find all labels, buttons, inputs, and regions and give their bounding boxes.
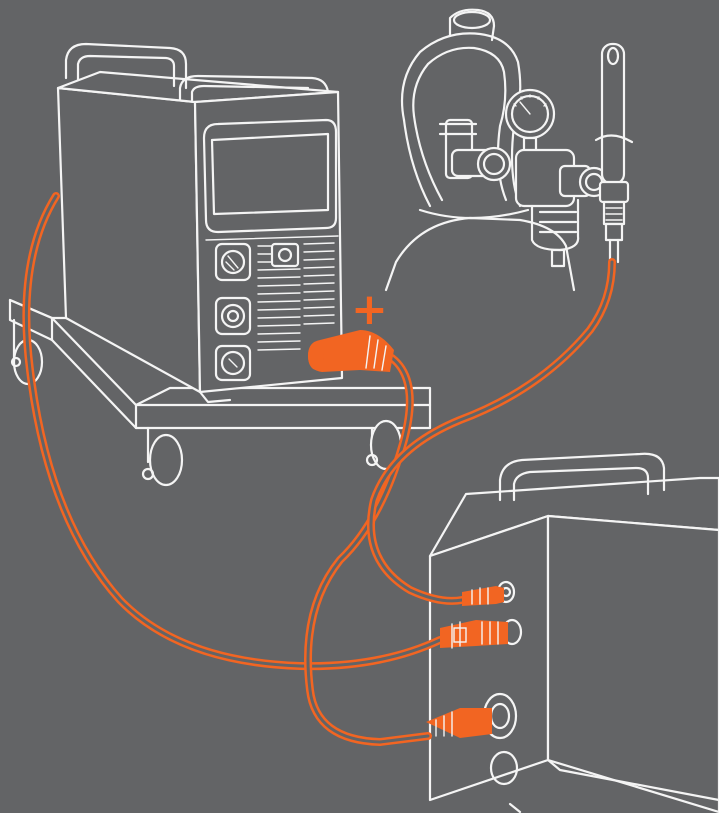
cart-wheel: [143, 428, 182, 485]
flowmeter: [596, 44, 632, 262]
gas-regulator: [506, 44, 632, 266]
positive-polarity-label: +: [351, 290, 387, 330]
welding-machine: [58, 44, 342, 402]
